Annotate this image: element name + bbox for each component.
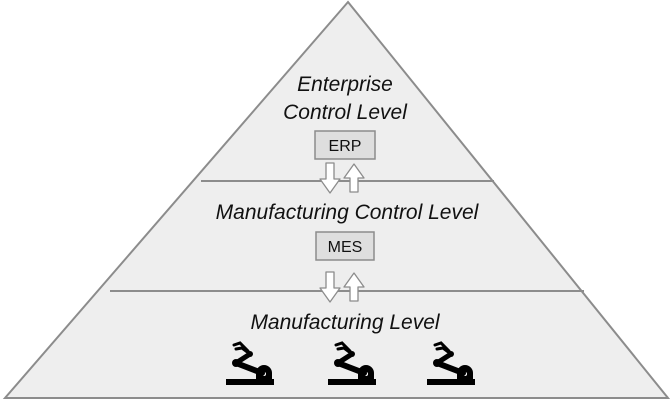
manufacturing-control-level-title: Manufacturing Control Level — [216, 201, 480, 224]
mes-label: MES — [328, 239, 363, 256]
double-arrow-icon — [319, 271, 365, 303]
manufacturing-level-title: Manufacturing Level — [250, 311, 440, 334]
erp-label: ERP — [329, 138, 362, 155]
mes-box: MES — [315, 231, 375, 261]
enterprise-level-title-line-1: Enterprise — [297, 73, 393, 96]
double-arrow-icon — [319, 162, 365, 194]
enterprise-level-title-line-2: Control Level — [283, 101, 408, 124]
erp-box: ERP — [314, 130, 376, 160]
